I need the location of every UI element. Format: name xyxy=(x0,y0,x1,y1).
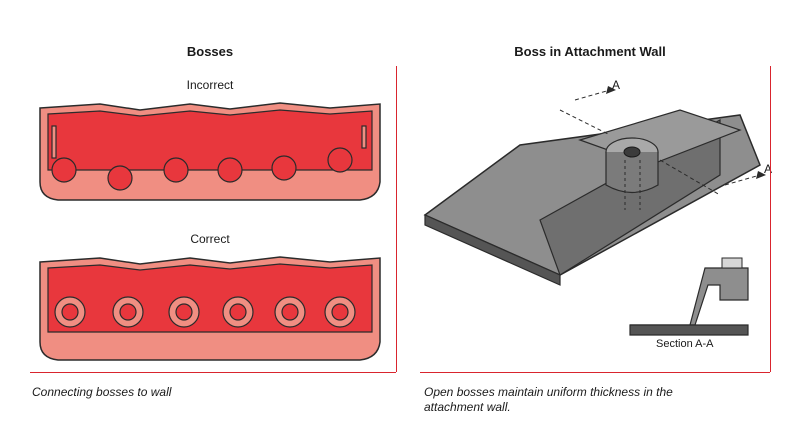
correct-label: Correct xyxy=(190,232,230,246)
left-caption: Connecting bosses to wall xyxy=(32,385,172,399)
arrow-label-right: A xyxy=(764,162,773,176)
boss-wall-title: Boss in Attachment Wall xyxy=(514,44,666,59)
left-panel-divider xyxy=(396,66,397,372)
bosses-title: Bosses xyxy=(186,44,234,59)
right-caption-line1: Open bosses maintain uniform thickness i… xyxy=(424,385,673,399)
right-panel-divider xyxy=(770,66,771,372)
left-panel-bottom-rule xyxy=(30,372,396,373)
section-label: Section A-A xyxy=(656,338,714,350)
arrow-label-top: A xyxy=(612,78,621,92)
incorrect-label: Incorrect xyxy=(186,78,234,92)
right-panel-bottom-rule xyxy=(420,372,770,373)
right-caption: Open bosses maintain uniform thickness i… xyxy=(424,385,784,415)
right-caption-line2: attachment wall. xyxy=(424,400,511,414)
